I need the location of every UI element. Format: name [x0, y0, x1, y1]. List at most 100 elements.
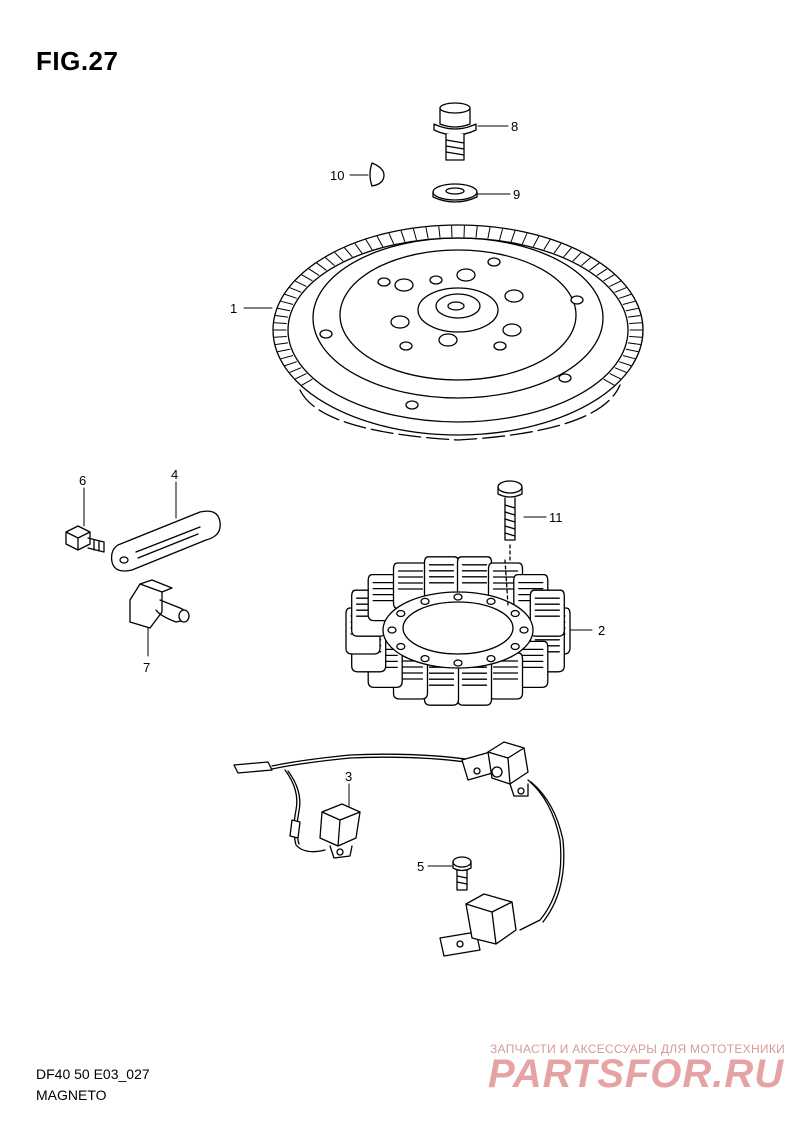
stator-winding	[461, 564, 488, 584]
flywheel-hole	[399, 341, 413, 351]
flywheel-tooth	[277, 348, 291, 353]
flywheel-hole	[487, 257, 501, 267]
flywheel-tooth	[629, 322, 643, 324]
stator-winding	[492, 570, 519, 590]
flywheel-tooth	[413, 228, 417, 241]
flywheel-tooth	[521, 233, 528, 245]
stator-winding	[518, 648, 544, 669]
flywheel-tooth	[280, 300, 294, 305]
stator-pole	[456, 556, 493, 604]
flywheel-tooth	[622, 355, 636, 360]
part-screw-11[interactable]	[497, 480, 523, 561]
drawing-code: DF40 50 E03_027	[36, 1066, 150, 1082]
flywheel-tooth	[603, 378, 615, 386]
part-washer-9[interactable]	[432, 183, 478, 203]
flywheel-tooth	[295, 280, 307, 287]
flywheel-tooth	[627, 315, 641, 318]
flywheel-tooth	[629, 336, 643, 338]
stator-hole	[486, 597, 496, 606]
part-key-10[interactable]	[369, 162, 385, 187]
stator-hole	[387, 626, 397, 634]
part-pulser-lower[interactable]	[439, 893, 517, 957]
part-bolt-8[interactable]	[433, 102, 477, 161]
flywheel-tooth	[308, 268, 320, 276]
callout-4: 4	[171, 467, 178, 482]
stator-hole	[396, 642, 406, 651]
flywheel-tooth	[614, 287, 627, 293]
stator-winding	[428, 564, 455, 584]
flywheel-tooth	[354, 243, 363, 254]
flywheel-tooth	[572, 252, 582, 262]
flywheel-tooth	[316, 262, 327, 271]
callout-2: 2	[598, 623, 605, 638]
flywheel-tooth	[273, 336, 287, 338]
callout-10: 10	[330, 168, 344, 183]
part-bolt-6[interactable]	[65, 525, 105, 553]
part-sensor-7[interactable]	[129, 579, 190, 629]
flywheel-tooth	[365, 239, 373, 250]
flywheel-hole	[394, 278, 414, 292]
watermark-tagline: ЗАПЧАСТИ И АКСЕССУАРЫ ДЛЯ МОТОТЕХНИКИ	[490, 1042, 786, 1056]
part-bracket-4[interactable]	[110, 510, 221, 572]
drawing-name: MAGNETO	[36, 1087, 107, 1103]
flywheel-hole	[438, 333, 458, 347]
flywheel-tooth	[619, 293, 632, 299]
callout-3: 3	[345, 769, 352, 784]
flywheel-hole	[558, 373, 572, 383]
flywheel-tooth	[277, 307, 291, 312]
callout-5: 5	[417, 859, 424, 874]
stator-hole	[453, 593, 463, 601]
flywheel-tooth	[619, 361, 632, 367]
flywheel-hole	[390, 315, 410, 329]
flywheel-tooth	[301, 378, 313, 386]
flywheel-tooth	[301, 274, 313, 282]
callout-9: 9	[513, 187, 520, 202]
flywheel-tooth	[553, 243, 562, 254]
stator-pole-outline	[529, 589, 565, 637]
stator-hole	[420, 597, 430, 606]
callout-8: 8	[511, 119, 518, 134]
flywheel-tooth	[609, 373, 621, 380]
flywheel-tooth	[475, 226, 478, 238]
flywheel-tooth	[563, 247, 572, 258]
stator-hole	[420, 654, 430, 663]
stator-winding	[534, 597, 560, 617]
callout-labels: 1 2 3 4 5 6 7 8 9 10 11	[79, 119, 605, 874]
flywheel-hole	[456, 268, 476, 282]
flywheel-tooth	[273, 322, 287, 324]
flywheel-tooth	[295, 373, 307, 380]
part-flywheel-1[interactable]	[272, 224, 644, 441]
flywheel-hole	[377, 277, 391, 287]
flywheel-hole	[405, 400, 419, 410]
stator-hole	[519, 626, 529, 634]
part-stator-2[interactable]	[345, 556, 571, 706]
flywheel-tooth	[622, 300, 636, 305]
flywheel-tooth	[280, 355, 294, 360]
callout-6: 6	[79, 473, 86, 488]
flywheel-tooth	[425, 227, 429, 239]
flywheel-tooth	[344, 247, 353, 258]
flywheel-tooth	[289, 287, 302, 293]
stator-winding	[397, 660, 424, 680]
stator-winding	[518, 581, 544, 602]
figure-title: FIG.27	[36, 46, 119, 76]
watermark-logo: PARTSFOR.RU	[488, 1052, 785, 1096]
flywheel-hole	[504, 289, 524, 303]
part-pulser-upper[interactable]	[461, 741, 565, 931]
stator-winding	[397, 570, 424, 590]
flywheel-tooth	[438, 226, 441, 238]
flywheel-tooth	[499, 228, 503, 241]
flywheel-tooth	[627, 342, 641, 345]
flywheel-tooth	[388, 233, 395, 245]
part-screw-5[interactable]	[452, 856, 472, 891]
flywheel-tooth	[625, 307, 639, 312]
flywheel-tooth	[614, 367, 627, 373]
flywheel-tooth	[275, 342, 289, 345]
flywheel-hole	[429, 275, 443, 285]
stator-hole	[396, 609, 406, 618]
callout-1: 1	[230, 301, 237, 316]
flywheel-tooth	[400, 230, 406, 243]
flywheel-hole	[493, 341, 507, 351]
part-pulser-coil-3[interactable]	[233, 753, 473, 859]
